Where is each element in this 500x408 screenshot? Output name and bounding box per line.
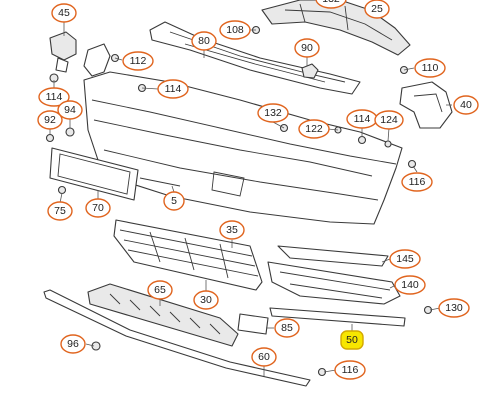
callout-70: 70: [85, 198, 111, 218]
callout-85: 85: [274, 318, 300, 338]
callout-124: 124: [374, 110, 404, 130]
callout-60: 60: [251, 347, 277, 367]
callout-5: 5: [163, 191, 185, 211]
svg-text:96: 96: [67, 338, 79, 350]
svg-text:25: 25: [371, 3, 383, 15]
part-side-bracket: [399, 81, 453, 129]
callout-140: 140: [394, 275, 426, 295]
callout-90: 90: [294, 38, 320, 58]
callout-80: 80: [191, 31, 217, 51]
svg-text:35: 35: [226, 224, 238, 236]
callout-75: 75: [47, 201, 73, 221]
svg-text:130: 130: [445, 302, 463, 314]
svg-text:50: 50: [346, 334, 358, 346]
callout-122: 122: [298, 119, 330, 139]
svg-text:145: 145: [396, 253, 414, 265]
part-side-grille-insert: [277, 245, 389, 267]
svg-text:114: 114: [354, 113, 371, 125]
part-lower-trim-strip: [43, 289, 311, 387]
part-small-cover: [237, 313, 269, 335]
svg-text:124: 124: [380, 114, 398, 126]
svg-text:122: 122: [305, 123, 323, 135]
callout-30: 30: [193, 290, 219, 310]
part-license-plate-holder: [49, 147, 139, 201]
part-lower-deflector: [87, 283, 239, 347]
svg-text:65: 65: [154, 284, 166, 296]
svg-text:132: 132: [264, 107, 282, 119]
svg-text:90: 90: [301, 42, 313, 54]
svg-text:116: 116: [342, 364, 359, 376]
callout-40: 40: [453, 95, 479, 115]
svg-text:60: 60: [258, 351, 270, 363]
part-left-mount: [83, 43, 111, 77]
svg-text:5: 5: [171, 195, 177, 207]
svg-text:85: 85: [281, 322, 293, 334]
part-fog-grille: [267, 261, 401, 305]
part-bumper-cover: [83, 71, 403, 225]
callout-114-right: 114: [346, 109, 378, 129]
svg-text:132: 132: [322, 0, 340, 5]
svg-text:30: 30: [200, 294, 212, 306]
callouts: 45 108 132 25 80 90 112 110: [37, 0, 479, 380]
svg-text:116: 116: [409, 176, 426, 188]
callout-112: 112: [122, 51, 154, 71]
svg-text:108: 108: [226, 24, 244, 36]
svg-text:40: 40: [460, 99, 472, 111]
callout-50-highlighted: 50: [340, 330, 364, 350]
svg-text:140: 140: [401, 279, 419, 291]
part-lower-grille: [113, 219, 263, 291]
callout-94: 94: [57, 100, 83, 120]
callout-108: 108: [219, 20, 251, 40]
svg-text:75: 75: [54, 205, 66, 217]
callout-116-bottom: 116: [334, 360, 366, 380]
svg-text:80: 80: [198, 35, 210, 47]
svg-text:94: 94: [64, 104, 76, 116]
svg-text:92: 92: [44, 114, 56, 126]
svg-text:70: 70: [92, 202, 104, 214]
callout-114-center: 114: [157, 79, 189, 99]
callout-116-right: 116: [401, 172, 433, 192]
callout-35: 35: [219, 220, 245, 240]
svg-text:45: 45: [58, 7, 70, 19]
svg-text:114: 114: [165, 83, 182, 95]
callout-65: 65: [147, 280, 173, 300]
callout-25: 25: [364, 0, 390, 19]
callout-110: 110: [414, 58, 446, 78]
callout-45: 45: [51, 3, 77, 23]
callout-114-left: 114: [38, 87, 70, 107]
part-sensor-bracket: [49, 31, 77, 73]
callout-130: 130: [438, 298, 470, 318]
svg-text:110: 110: [422, 62, 439, 74]
svg-text:114: 114: [46, 91, 63, 103]
part-plug: [301, 63, 319, 79]
part-spoiler-trim: [269, 307, 406, 327]
svg-text:112: 112: [130, 55, 147, 67]
callout-132-center: 132: [257, 103, 289, 123]
callout-145: 145: [389, 249, 421, 269]
callout-92: 92: [37, 110, 63, 130]
callout-96: 96: [60, 334, 86, 354]
callout-132: 132: [315, 0, 347, 9]
